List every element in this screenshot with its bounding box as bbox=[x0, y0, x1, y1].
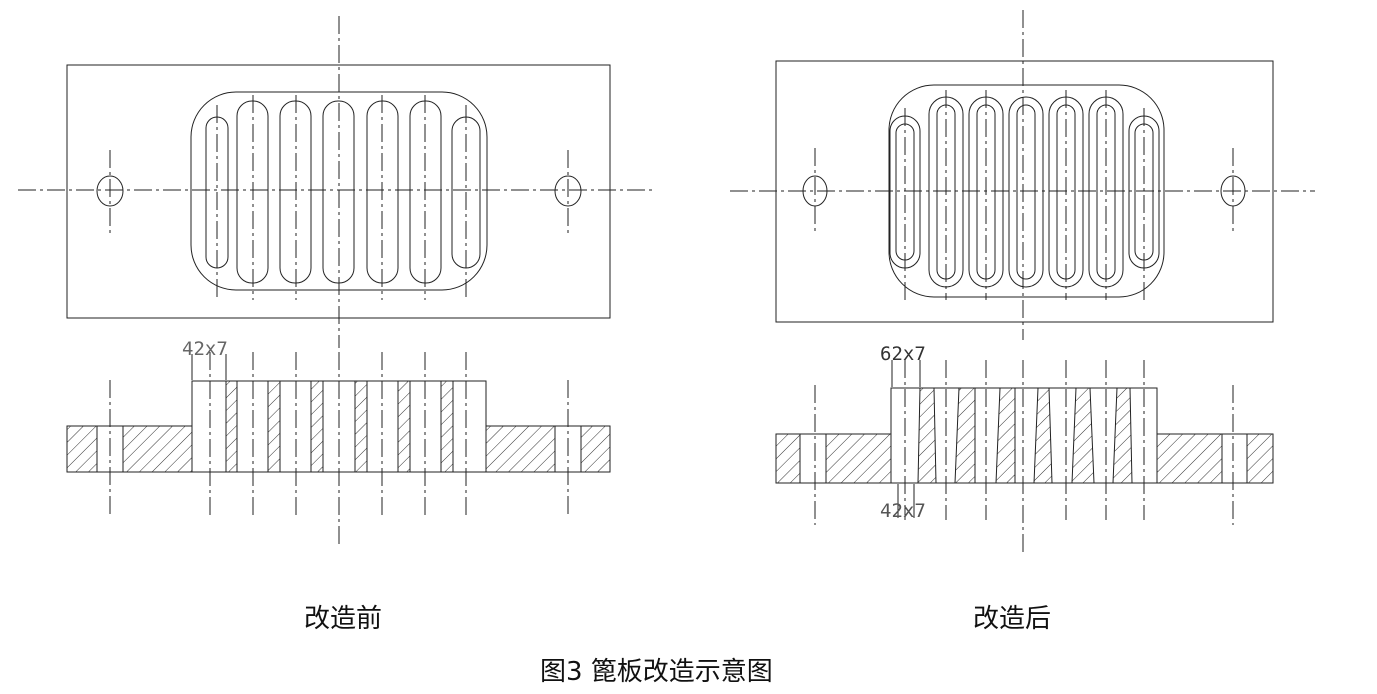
figure-caption: 图3 篦板改造示意图 bbox=[540, 657, 773, 687]
before-caption: 改造前 bbox=[304, 604, 383, 634]
after-plan-view bbox=[730, 10, 1315, 340]
before-dimension-label: 42x7 bbox=[182, 338, 228, 360]
after-dimension-label-top: 62x7 bbox=[880, 343, 926, 365]
after-slots-inner bbox=[895, 104, 1154, 280]
before-slots bbox=[205, 100, 481, 284]
before-plan-view bbox=[18, 16, 655, 348]
after-centerlines bbox=[730, 10, 1315, 340]
after-slots-outer bbox=[889, 96, 1160, 288]
after-section-view: 62x7 42x7 bbox=[775, 343, 1274, 555]
before-bolt-holes bbox=[96, 175, 582, 207]
before-centerlines bbox=[18, 16, 655, 348]
after-caption: 改造后 bbox=[973, 604, 1052, 634]
before-section-view: 42x7 bbox=[66, 338, 611, 545]
after-dimension-label-bottom: 42x7 bbox=[880, 500, 926, 522]
